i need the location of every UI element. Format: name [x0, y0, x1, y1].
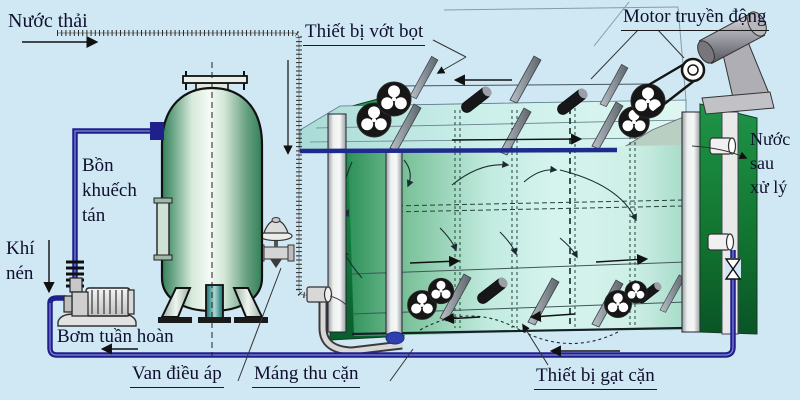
drive-pulley — [680, 57, 706, 83]
label-sludge-trough: Máng thu cặn — [252, 361, 361, 389]
drive-motor — [639, 11, 775, 115]
bottom-scraper-conveyor — [407, 253, 686, 328]
drive-belt — [639, 61, 700, 113]
trough-water — [385, 331, 405, 345]
wastewater-inlet-pipe — [57, 30, 351, 311]
vessel-side-flange — [156, 199, 170, 259]
label-foam-skimmer: Thiết bị vớt bọt — [303, 19, 426, 47]
sludge-trough — [318, 292, 405, 356]
label-circulation-pump: Bơm tuần hoàn — [57, 326, 174, 347]
recirculation-pipe — [47, 250, 736, 358]
label-treated-water: Nước sau xử lý — [750, 129, 791, 197]
label-drive-motor: Motor truyền động — [621, 4, 769, 32]
pipe-shutoff-valve-icon — [724, 258, 742, 280]
tank-right-wall — [699, 103, 758, 335]
tank-back-wireframe — [443, 1, 687, 101]
label-diffusion-tank: Bồn khuếch tán — [82, 155, 137, 227]
leader-lines — [22, 29, 748, 382]
front-pillar-left — [327, 113, 347, 333]
outlet-stub-bottom — [707, 233, 735, 251]
outlet-stub-top — [709, 137, 737, 155]
front-pillar-right — [681, 111, 701, 333]
pressure-regulating-valve — [247, 217, 295, 268]
pipe-flow-arrows — [100, 343, 620, 357]
foam-skimmer-conveyor — [356, 55, 666, 156]
manhole-flange — [182, 75, 248, 84]
motor-foot — [701, 91, 775, 115]
label-wastewater: Nước thải — [8, 10, 88, 32]
label-compressed-air: Khí nén — [6, 238, 35, 285]
front-pillar-corner — [385, 149, 403, 335]
label-pressure-valve: Van điều áp — [130, 361, 224, 389]
circulation-pump — [57, 277, 137, 327]
vessel-drain-pipe — [205, 284, 224, 319]
label-sludge-scraper: Thiết bị gạt cặn — [534, 363, 657, 391]
weir-edge — [299, 147, 618, 154]
pressure-vessel — [153, 62, 268, 356]
tank-floor-edge — [351, 326, 685, 336]
